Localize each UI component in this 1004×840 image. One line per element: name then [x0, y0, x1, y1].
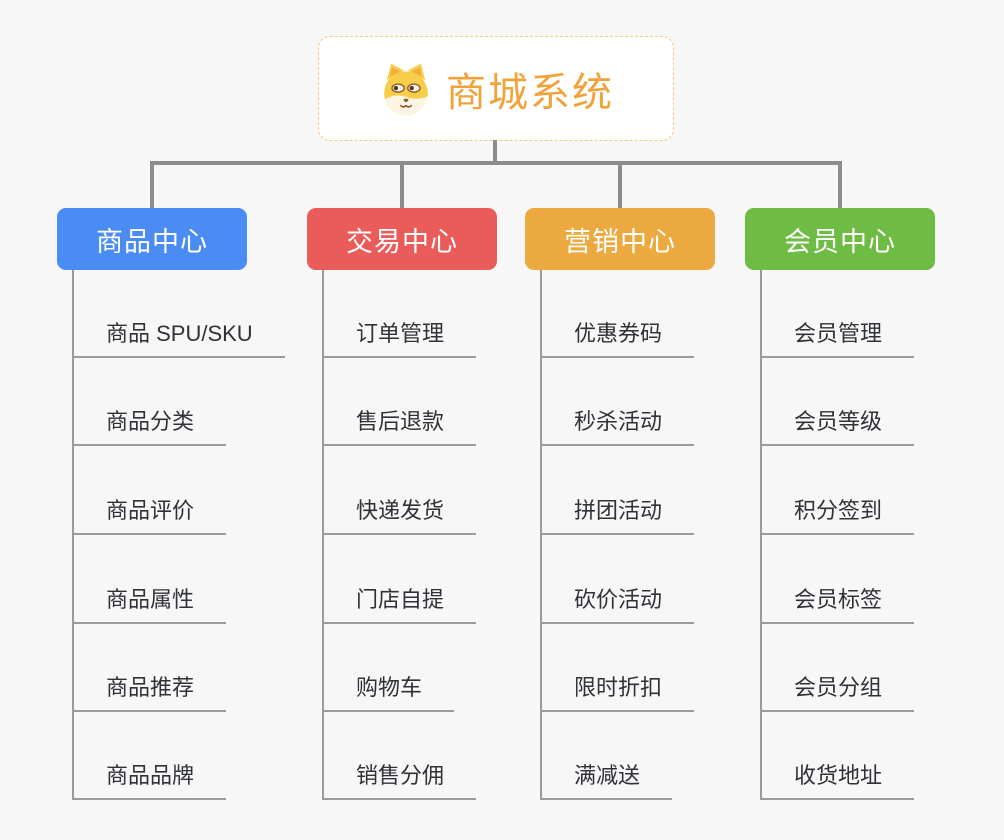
branch-box-marketing-center[interactable]: 营销中心 [525, 208, 715, 270]
leaf-node[interactable]: 销售分佣 [322, 762, 477, 800]
leaf-node[interactable]: 会员管理 [760, 320, 915, 358]
leaf-node[interactable]: 积分签到 [760, 497, 915, 535]
leaf-node[interactable]: 砍价活动 [540, 586, 695, 624]
leaf-node[interactable]: 售后退款 [322, 408, 477, 446]
leaf-node[interactable]: 商品推荐 [72, 674, 227, 712]
branch-member-center: 会员中心 会员管理 会员等级 积分签到 会员标签 会员分组 收货地址 [745, 161, 935, 808]
leaf-node[interactable]: 门店自提 [322, 586, 477, 624]
branch-label: 营销中心 [564, 226, 676, 257]
leaf-node[interactable]: 满减送 [540, 762, 673, 800]
leaf-node[interactable]: 商品分类 [72, 408, 227, 446]
root-node-mall-system[interactable]: 商城系统 [318, 36, 674, 141]
leaf-node[interactable]: 会员分组 [760, 674, 915, 712]
leaf-node[interactable]: 商品属性 [72, 586, 227, 624]
leaf-node[interactable]: 商品 SPU/SKU [72, 320, 285, 358]
branch-box-trade-center[interactable]: 交易中心 [307, 208, 497, 270]
branch-label: 交易中心 [346, 226, 458, 257]
leaf-node[interactable]: 商品品牌 [72, 762, 227, 800]
branch-trade-center: 交易中心 订单管理 售后退款 快递发货 门店自提 购物车 销售分佣 [307, 161, 497, 808]
root-title: 商城系统 [446, 70, 614, 115]
dog-mascot-icon [378, 61, 434, 117]
connector-trunk [72, 270, 74, 800]
branch-label: 商品中心 [96, 226, 208, 257]
connector-trunk [760, 270, 762, 800]
leaf-node[interactable]: 秒杀活动 [540, 408, 695, 446]
leaf-node[interactable]: 购物车 [322, 674, 455, 712]
connector-root-drop [493, 140, 497, 165]
leaf-node[interactable]: 优惠券码 [540, 320, 695, 358]
connector-drop [150, 161, 154, 208]
connector-horizontal-bar [150, 161, 842, 165]
connector-drop [400, 161, 404, 208]
leaf-node[interactable]: 会员标签 [760, 586, 915, 624]
leaf-node[interactable]: 拼团活动 [540, 497, 695, 535]
connector-drop [838, 161, 842, 208]
leaf-node[interactable]: 订单管理 [322, 320, 477, 358]
connector-drop [618, 161, 622, 208]
leaf-node[interactable]: 快递发货 [322, 497, 477, 535]
branch-box-product-center[interactable]: 商品中心 [57, 208, 247, 270]
branch-label: 会员中心 [784, 226, 896, 257]
leaf-node[interactable]: 商品评价 [72, 497, 227, 535]
branch-box-member-center[interactable]: 会员中心 [745, 208, 935, 270]
connector-trunk [322, 270, 324, 800]
leaf-node[interactable]: 会员等级 [760, 408, 915, 446]
branch-marketing-center: 营销中心 优惠券码 秒杀活动 拼团活动 砍价活动 限时折扣 满减送 [525, 161, 715, 808]
leaf-node[interactable]: 收货地址 [760, 762, 915, 800]
leaf-node[interactable]: 限时折扣 [540, 674, 695, 712]
connector-trunk [540, 270, 542, 800]
branch-product-center: 商品中心 商品 SPU/SKU 商品分类 商品评价 商品属性 商品推荐 商品品牌 [57, 161, 285, 808]
